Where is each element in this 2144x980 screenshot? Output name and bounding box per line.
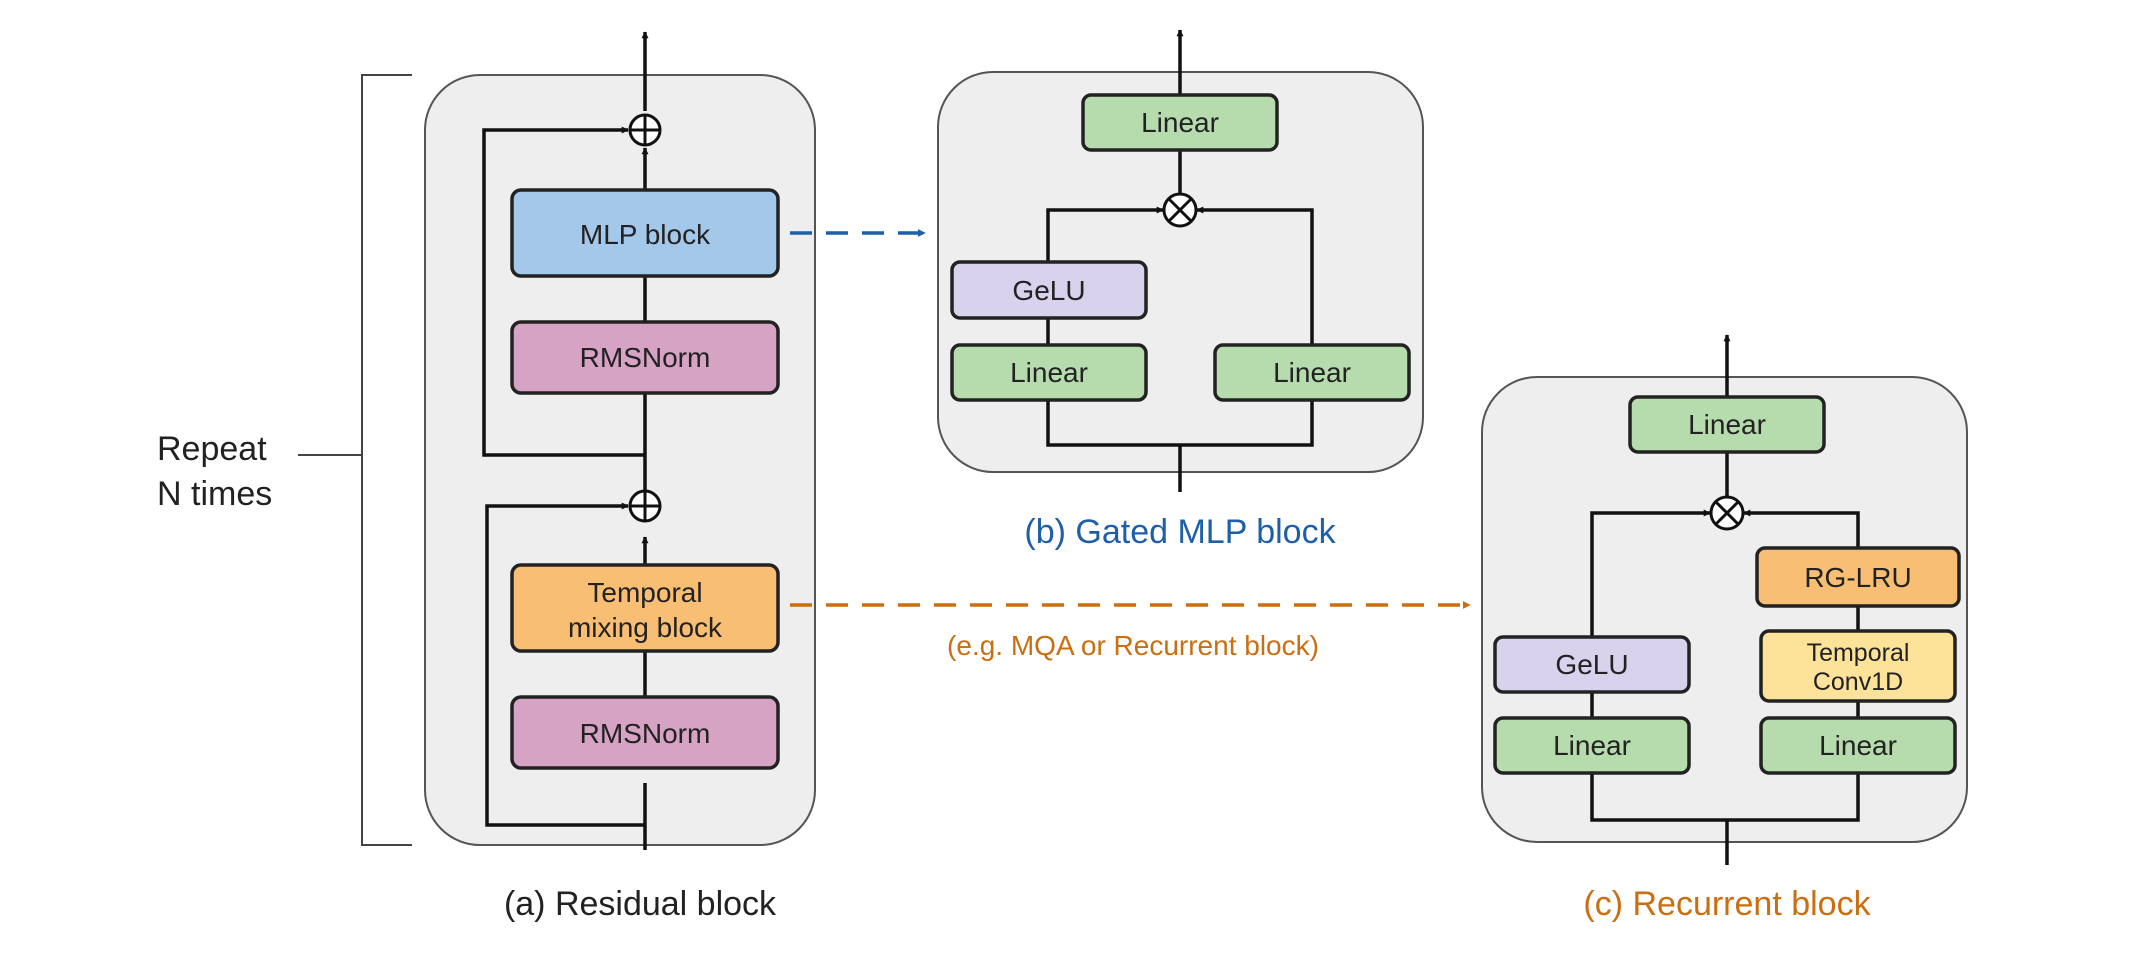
- recurrent-multiply: [1709, 495, 1745, 531]
- residual-add-top: [628, 113, 662, 147]
- temporal-conv1d-box: [1759, 629, 1957, 703]
- temporal-mixing-box: [510, 563, 780, 653]
- recurrent-gelu-box: [1493, 635, 1691, 694]
- recurrent-linear-right-box: [1759, 716, 1957, 775]
- mlp-block-box: [510, 188, 780, 278]
- temporal-conv1d-label-line1: Temporal: [1807, 639, 1910, 667]
- rg-lru-box: [1755, 546, 1961, 608]
- gated-gelu-box: [950, 260, 1148, 320]
- gated-gelu-label: GeLU: [1012, 275, 1085, 306]
- recurrent-wires: [1590, 334, 1860, 865]
- recurrent-linear-left-box: [1493, 716, 1691, 775]
- gated-linear-right-box: [1213, 343, 1411, 402]
- gated-mlp-caption: (b) Gated MLP block: [1024, 513, 1336, 551]
- recurrent-linear-left-label: Linear: [1553, 730, 1631, 761]
- recurrent-linear-out-label: Linear: [1688, 409, 1766, 440]
- recurrent-linear-right-label: Linear: [1819, 730, 1897, 761]
- temporal-conv1d-label-line2: Conv1D: [1813, 668, 1903, 696]
- residual-caption: (a) Residual block: [504, 885, 777, 923]
- residual-add-bottom: [628, 489, 662, 523]
- residual-wires: [482, 31, 649, 850]
- recurrent-linear-out-box: [1628, 395, 1826, 454]
- gated-linear-out-box: [1081, 93, 1279, 152]
- repeat-label-line2: N times: [157, 475, 272, 513]
- rmsnorm-bottom-label: RMSNorm: [580, 718, 711, 749]
- gated-mlp-multiply: [1162, 192, 1198, 228]
- mlp-block-label: MLP block: [580, 219, 711, 250]
- recurrent-caption: (c) Recurrent block: [1583, 885, 1871, 923]
- rmsnorm-top-label: RMSNorm: [580, 342, 711, 373]
- recurrent-gelu-label: GeLU: [1555, 649, 1628, 680]
- gated-linear-right-label: Linear: [1273, 357, 1351, 388]
- gated-linear-left-box: [950, 343, 1148, 402]
- mixing-annotation: (e.g. MQA or Recurrent block): [947, 630, 1319, 661]
- rmsnorm-top-box: [510, 320, 780, 395]
- repeat-label-line1: Repeat: [157, 430, 267, 468]
- rg-lru-label: RG-LRU: [1804, 562, 1911, 593]
- temporal-mixing-label-line2: mixing block: [568, 612, 723, 643]
- gated-mlp-wires: [1046, 29, 1314, 492]
- rmsnorm-bottom-box: [510, 695, 780, 770]
- temporal-mixing-label-line1: Temporal: [587, 577, 702, 608]
- gated-linear-out-label: Linear: [1141, 107, 1219, 138]
- gated-linear-left-label: Linear: [1010, 357, 1088, 388]
- repeat-bracket: [298, 74, 412, 846]
